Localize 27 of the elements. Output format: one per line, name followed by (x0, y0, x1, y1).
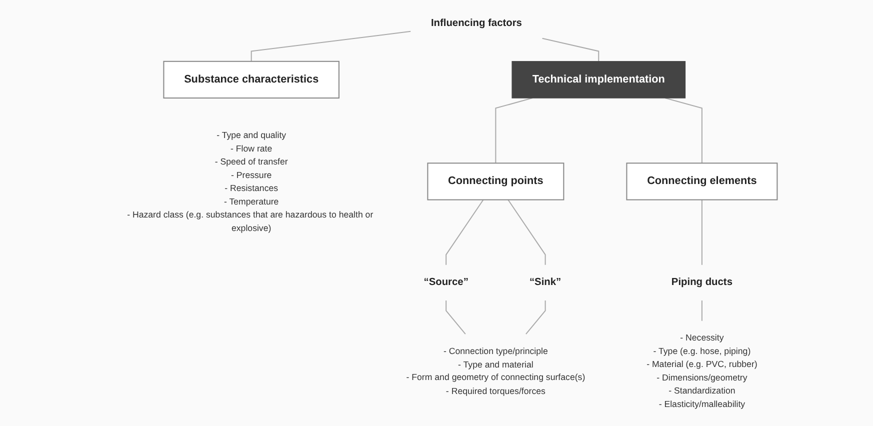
connector (664, 98, 702, 164)
node-box: Technical implementation (512, 61, 686, 98)
node-box: Connecting elements (626, 162, 778, 200)
connector (495, 98, 533, 164)
node-label: - Speed of transfer (214, 156, 288, 167)
node-text: Influencing factors (430, 16, 522, 28)
node-box: Substance characteristics (163, 60, 340, 99)
node-label: - Hazard class (e.g. substances that are hazardous to health or explosive) (127, 209, 374, 233)
connector (526, 300, 546, 334)
node-text: - Connection type/principle - Type and material - Form and geometry of connecting surface(s) - Required torques/forces (406, 346, 586, 396)
node-box: Connecting points (427, 162, 564, 200)
connector (446, 300, 466, 334)
node-label: - Resistances (224, 182, 278, 193)
connector (701, 300, 702, 321)
connector (250, 30, 411, 62)
node-label: - Type and quality (216, 130, 286, 140)
connector (508, 199, 546, 265)
node-text: “Sink” (529, 276, 562, 288)
connector (446, 199, 484, 265)
node-text: Piping ducts (671, 276, 732, 288)
node-text: - Necessity - Type (e.g. hose, piping) - Material (e.g. PVC, rubber) - Dimensions/geometry - Standardization - Elasticity/malleability (646, 332, 758, 409)
node-label: - Pressure (231, 170, 272, 180)
node-label: - Flow rate (230, 143, 272, 154)
node-label: - Temperature (224, 196, 279, 206)
node-text: “Source” (424, 276, 468, 288)
connector (542, 38, 600, 62)
connector (701, 200, 702, 265)
